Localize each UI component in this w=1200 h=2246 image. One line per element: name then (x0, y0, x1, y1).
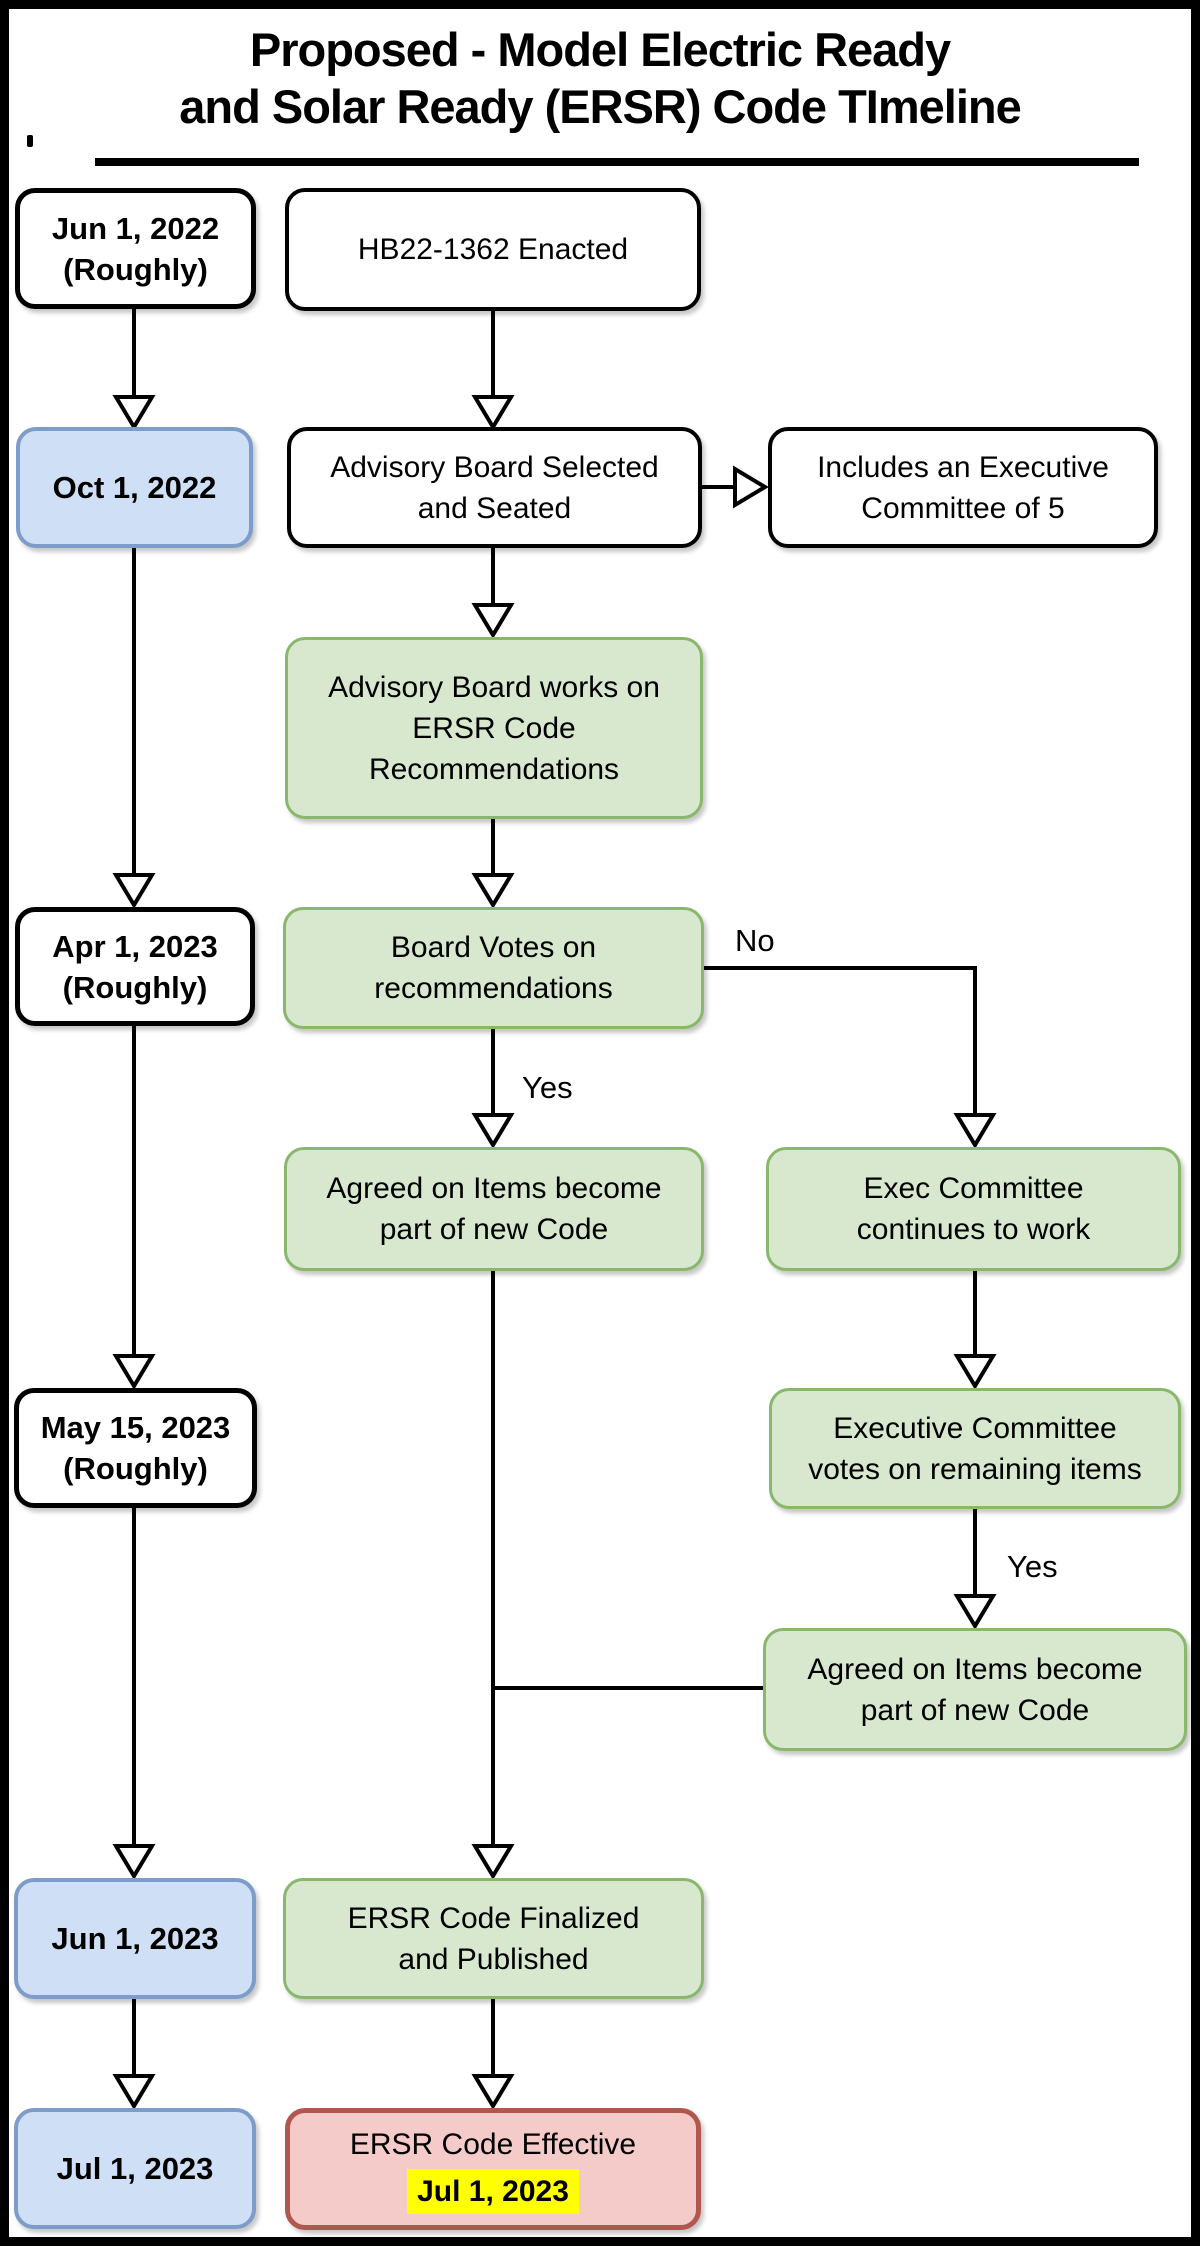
stray-mark (27, 135, 33, 147)
edge-label-yes-exec: Yes (1007, 1549, 1058, 1584)
arrowhead-selected (471, 395, 515, 431)
code-effective-date-highlight: Jul 1, 2023 (407, 2169, 579, 2214)
connector-layer (112, 308, 997, 2110)
arrowhead-oct2022 (112, 395, 156, 431)
arrowhead-effective (471, 2074, 515, 2110)
arrowhead-jun2023 (112, 1844, 156, 1880)
arrowhead-agreed2 (953, 1594, 997, 1630)
arrowhead-jul2023 (112, 2074, 156, 2110)
flow-node-board-works: Advisory Board works on ERSR Code Recomm… (285, 637, 703, 819)
timeline-node-jun-2023: Jun 1, 2023 (14, 1878, 256, 1999)
flow-node-board-votes: Board Votes on recommendations (283, 907, 704, 1029)
flow-node-code-effective: ERSR Code Effective Jul 1, 2023 (285, 2108, 701, 2230)
arrowhead-agreed (471, 1113, 515, 1149)
edge-no-branch (704, 966, 977, 1117)
arrowhead-execvotes (953, 1354, 997, 1390)
flow-node-agreed-items: Agreed on Items become part of new Code (284, 1147, 704, 1271)
flow-node-exec-votes: Executive Committee votes on remaining i… (769, 1388, 1181, 1509)
arrowhead-votes (471, 873, 515, 909)
arrowhead-finalized (471, 1844, 515, 1880)
title-underline (95, 158, 1139, 166)
edge-label-yes-board: Yes (522, 1070, 573, 1105)
timeline-node-oct-2022: Oct 1, 2022 (16, 427, 253, 548)
connector-lines (132, 308, 977, 2077)
timeline-node-jul-2023: Jul 1, 2023 (14, 2108, 256, 2229)
timeline-node-apr-2023: Apr 1, 2023 (Roughly) (15, 907, 255, 1026)
arrowhead-apr2023 (112, 873, 156, 909)
flow-node-exec-committee-note: Includes an Executive Committee of 5 (768, 427, 1158, 548)
arrowhead-may2023 (112, 1354, 156, 1390)
flow-node-board-selected: Advisory Board Selected and Seated (287, 427, 702, 548)
arrowhead-works (471, 603, 515, 639)
timeline-node-jun-2022: Jun 1, 2022 (Roughly) (15, 188, 256, 309)
flow-node-hb22-enacted: HB22-1362 Enacted (285, 188, 701, 311)
flow-node-code-finalized: ERSR Code Finalized and Published (283, 1878, 704, 1999)
arrowheads (112, 395, 997, 2110)
code-effective-text: ERSR Code Effective (349, 2128, 637, 2161)
arrowhead-continues (953, 1113, 997, 1149)
arrowhead-note (733, 465, 769, 509)
timeline-node-may-2023: May 15, 2023 (Roughly) (14, 1388, 257, 1508)
flow-node-exec-continues: Exec Committee continues to work (766, 1147, 1181, 1271)
edge-label-no: No (735, 923, 775, 958)
page-title: Proposed - Model Electric Ready and Sola… (179, 23, 1022, 133)
flow-node-agreed-items-2: Agreed on Items become part of new Code (763, 1628, 1187, 1751)
